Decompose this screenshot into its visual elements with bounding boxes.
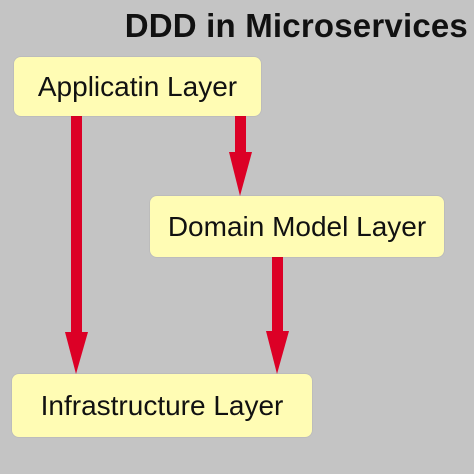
arrow-shaft [272,257,283,335]
infrastructure-layer-box: Infrastructure Layer [12,374,312,437]
arrow-head [229,152,252,196]
infrastructure-layer-label: Infrastructure Layer [40,389,284,421]
domain-model-layer-label: Domain Model Layer [167,210,427,242]
arrow-shaft [235,116,246,156]
arrow-application-to-infrastructure [65,116,88,374]
arrow-application-to-domain [229,116,252,196]
arrow-head [266,331,289,374]
application-layer-box: Applicatin Layer [14,57,261,116]
arrow-head [65,332,88,374]
diagram-title: DDD in Microservices [124,7,468,44]
arrow-domain-to-infrastructure [266,257,289,374]
application-layer-label: Applicatin Layer [37,70,238,102]
arrow-shaft [71,116,82,336]
domain-model-layer-box: Domain Model Layer [150,196,444,257]
